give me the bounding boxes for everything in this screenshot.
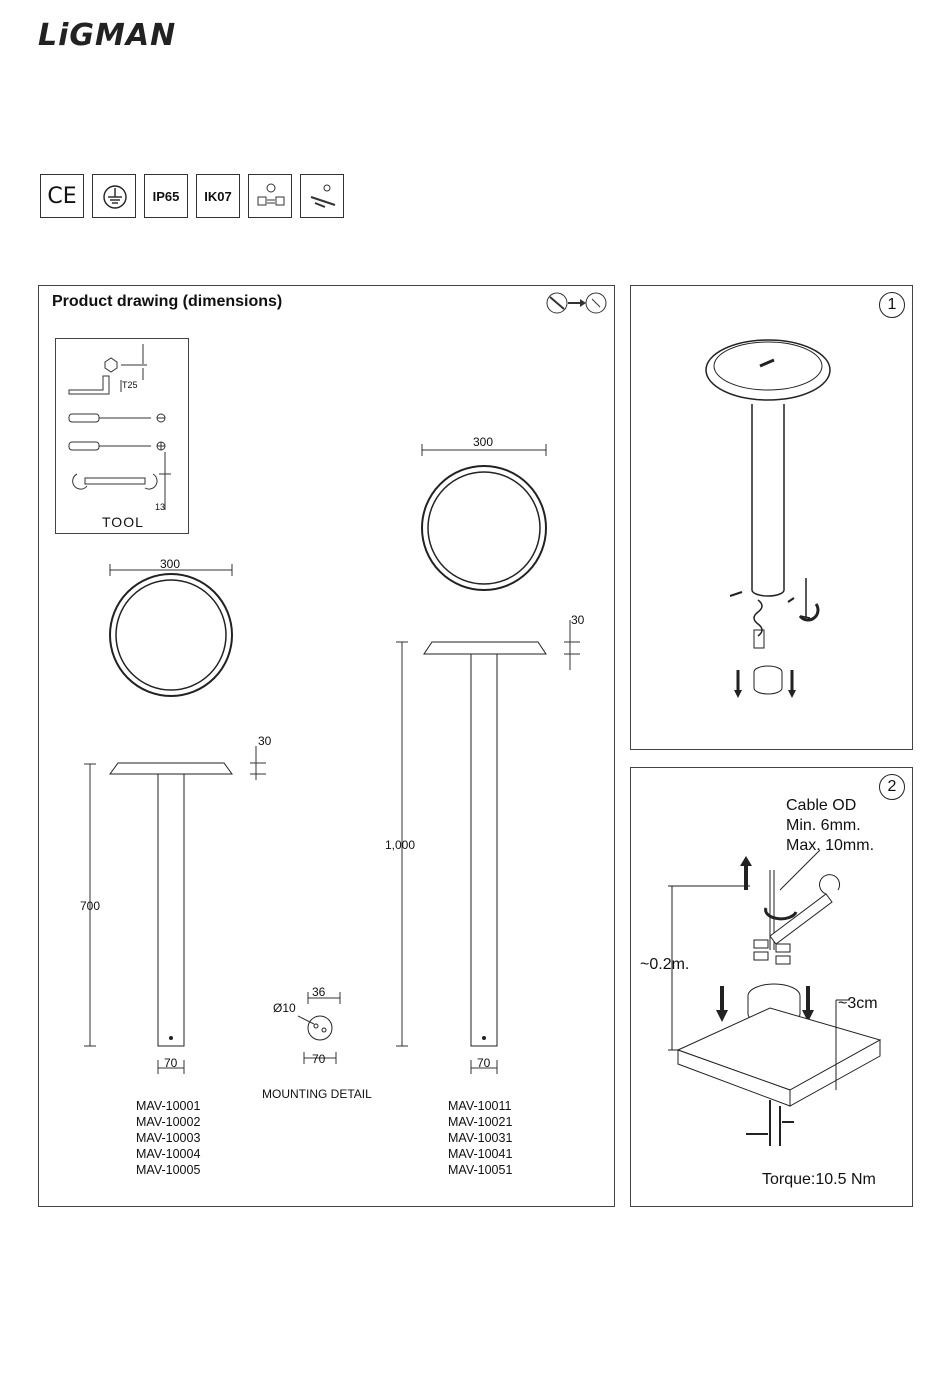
tall-pole-head-height: 30 xyxy=(571,613,584,627)
ip-rating-badge: IP65 xyxy=(144,174,188,218)
mounting-detail-label: MOUNTING DETAIL xyxy=(262,1087,372,1101)
model-number: MAV-10003 xyxy=(136,1130,200,1146)
model-number: MAV-10011 xyxy=(448,1098,512,1114)
step2-number: 2 xyxy=(879,774,905,800)
tall-pole-models: MAV-10011 MAV-10021 MAV-10031 MAV-10041 … xyxy=(448,1098,512,1178)
tall-pole-width: 70 xyxy=(477,1056,490,1070)
short-pole-models: MAV-10001 MAV-10002 MAV-10003 MAV-10004 … xyxy=(136,1098,200,1178)
torque-label: Torque:10.5 Nm xyxy=(762,1171,876,1189)
step2-installation-illustration xyxy=(650,850,910,1150)
tall-pole-drawing xyxy=(380,440,600,1080)
panel-title: Product drawing (dimensions) xyxy=(52,293,282,311)
model-number: MAV-10004 xyxy=(136,1146,200,1162)
cable-od-min: Min. 6mm. xyxy=(786,817,861,835)
ik-rating-badge: IK07 xyxy=(196,174,240,218)
tool-label: TOOL xyxy=(102,514,144,530)
short-pole-width: 70 xyxy=(164,1056,177,1070)
brand-logo: LiGMAN xyxy=(38,18,176,53)
wiring-icon xyxy=(248,174,292,218)
step1-assembly-illustration xyxy=(650,320,890,720)
tall-pole-diameter: 300 xyxy=(473,435,493,449)
model-number: MAV-10005 xyxy=(136,1162,200,1178)
mounting-hole: Ø10 xyxy=(273,1001,296,1015)
torx-size: T25 xyxy=(122,380,138,390)
short-pole-head-height: 30 xyxy=(258,734,271,748)
model-number: MAV-10001 xyxy=(136,1098,200,1114)
mounting-spacing: 36 xyxy=(312,985,325,999)
model-number: MAV-10031 xyxy=(448,1130,512,1146)
model-number: MAV-10002 xyxy=(136,1114,200,1130)
earth-icon xyxy=(92,174,136,218)
wiring-swap-icon xyxy=(546,291,606,315)
connector-icon xyxy=(300,174,344,218)
tools-illustration xyxy=(55,338,189,508)
model-number: MAV-10051 xyxy=(448,1162,512,1178)
model-number: MAV-10041 xyxy=(448,1146,512,1162)
cable-od-title: Cable OD xyxy=(786,797,856,815)
step1-number: 1 xyxy=(879,292,905,318)
short-pole-height: 700 xyxy=(80,899,100,913)
model-number: MAV-10021 xyxy=(448,1114,512,1130)
mounting-base: 70 xyxy=(312,1052,325,1066)
tall-pole-height: 1,000 xyxy=(385,838,415,852)
ce-mark-icon: CE xyxy=(40,174,84,218)
short-pole-diameter: 300 xyxy=(160,557,180,571)
wrench-size: 13 xyxy=(155,502,165,512)
